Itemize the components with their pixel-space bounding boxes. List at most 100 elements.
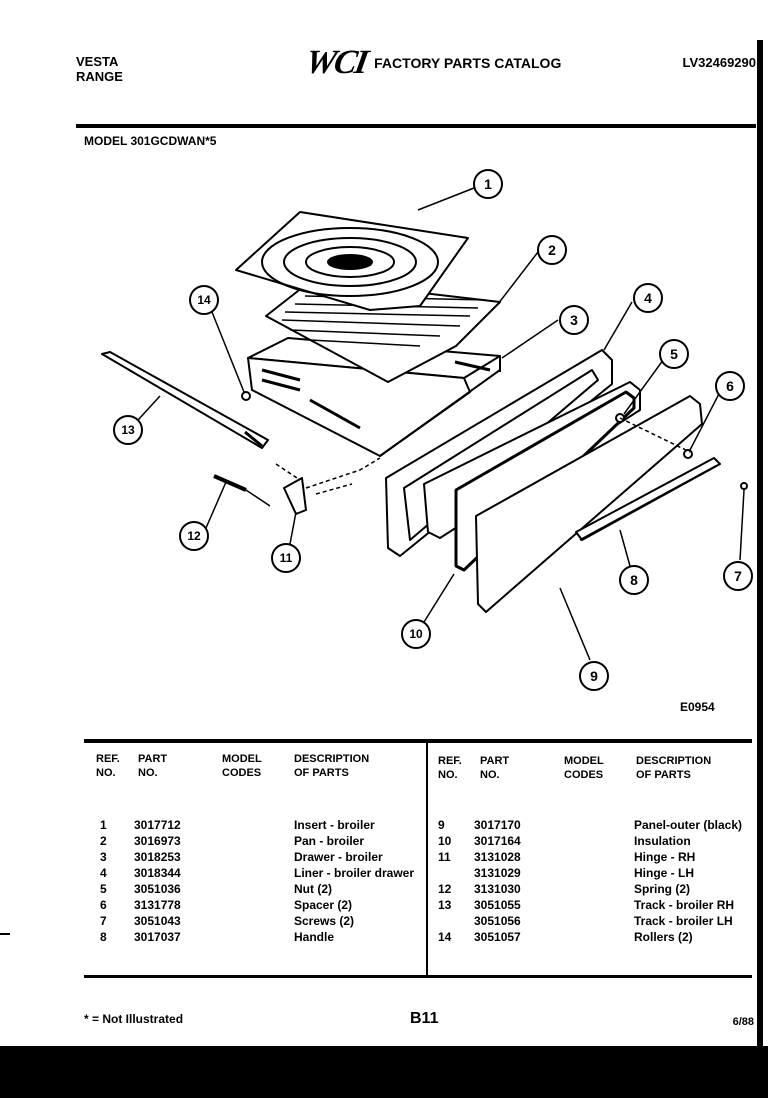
table-cell-ref: 14 — [438, 930, 452, 944]
table-cell-ref: 9 — [438, 818, 445, 832]
table-cell-desc: Pan - broiler — [294, 834, 365, 848]
table-cell-desc: Insert - broiler — [294, 818, 375, 832]
roller — [241, 391, 251, 401]
callout-2: 2 — [548, 242, 556, 258]
table-cell-ref — [438, 913, 451, 929]
table-cell-part: 3051056 — [474, 914, 521, 928]
brand-line-1: VESTA — [76, 54, 119, 69]
table-cell-ref: 3 — [100, 850, 107, 864]
not-illustrated-note: * = Not Illustrated — [84, 1012, 184, 1026]
wci-logo: WCI — [302, 44, 370, 81]
broiler-track — [101, 351, 269, 449]
table-cell-ref: 12 — [438, 882, 452, 896]
spring — [213, 474, 271, 507]
table-cell-ref: 13 — [438, 898, 452, 912]
callout-13: 13 — [121, 423, 135, 437]
left-edge-mark — [0, 933, 10, 935]
table-cell-desc: Rollers (2) — [634, 930, 693, 944]
header-model-left: MODEL CODES — [222, 753, 262, 779]
right-part-column: 3017170 3017164 3131028 3131029 3131030 … — [474, 817, 521, 945]
header-rule — [76, 124, 756, 128]
header-ref-right: REF. NO. — [438, 755, 462, 781]
table-cell-part: 3017037 — [134, 930, 181, 944]
table-cell-ref: 7 — [100, 914, 107, 928]
broiler-insert — [235, 211, 469, 311]
callout-6: 6 — [726, 378, 734, 394]
table-cell-desc: Track - broiler RH — [634, 898, 735, 912]
table-cell-ref: 6 — [100, 898, 107, 912]
left-desc-column: Insert - broiler Pan - broiler Drawer - … — [294, 817, 414, 945]
table-cell-desc: Panel-outer (black) — [634, 818, 743, 832]
table-cell-ref: 10 — [438, 834, 452, 848]
table-cell-desc: Track - broiler LH — [634, 914, 733, 928]
callout-11: 11 — [280, 551, 293, 565]
callout-10: 10 — [409, 627, 423, 641]
table-cell-ref: 5 — [100, 882, 107, 896]
table-cell-part: 3017164 — [474, 834, 521, 848]
header-desc-right: DESCRIPTION OF PARTS — [636, 755, 712, 781]
callout-9: 9 — [590, 668, 598, 684]
model-label: MODEL 301GCDWAN*5 — [84, 134, 217, 148]
table-cell-part: 3017712 — [134, 818, 181, 832]
header-desc-left: DESCRIPTION OF PARTS — [294, 753, 370, 779]
table-cell-desc: Screws (2) — [294, 914, 355, 928]
table-divider — [426, 739, 428, 975]
table-cell-part: 3131028 — [474, 850, 521, 864]
table-cell-ref: 4 — [100, 866, 107, 880]
handle — [575, 457, 721, 541]
assembly-line-nut — [619, 417, 691, 453]
assembly-line-lower — [315, 483, 353, 495]
table-cell-ref: 11 — [438, 850, 451, 864]
table-cell-part: 3051036 — [134, 882, 181, 896]
assembly-line-spring — [275, 463, 301, 481]
header-part-right: PART NO. — [480, 755, 510, 781]
table-cell-part: 3131778 — [134, 898, 181, 912]
callout-14: 14 — [197, 293, 211, 307]
callout-3: 3 — [570, 312, 578, 328]
bottom-border-bar — [0, 1046, 768, 1098]
header-part-left: PART NO. — [138, 753, 168, 779]
table-cell-part: 3131029 — [474, 866, 521, 880]
header-model-right: MODEL CODES — [564, 755, 604, 781]
table-cell-desc: Hinge - LH — [634, 866, 694, 880]
table-cell-ref: 8 — [100, 930, 107, 944]
right-desc-column: Panel-outer (black) Insulation Hinge - R… — [634, 817, 742, 945]
table-cell-part: 3131030 — [474, 882, 521, 896]
page-number: B11 — [410, 1010, 439, 1027]
table-cell-desc: Nut (2) — [294, 882, 332, 896]
table-cell-part: 3017170 — [474, 818, 521, 832]
callout-1: 1 — [484, 176, 492, 192]
right-border-bar — [757, 40, 763, 1080]
table-cell-desc: Hinge - RH — [634, 850, 696, 864]
table-cell-part: 3051043 — [134, 914, 181, 928]
catalog-title: FACTORY PARTS CATALOG — [374, 55, 562, 71]
table-cell-desc: Insulation — [634, 834, 691, 848]
table-cell-desc: Spacer (2) — [294, 898, 353, 912]
table-cell-part: 3018344 — [134, 866, 181, 880]
table-cell-desc: Spring (2) — [634, 882, 690, 896]
table-cell-part: 3051055 — [474, 898, 521, 912]
assembly-line-hinge — [305, 457, 381, 489]
brand-line-2: RANGE — [76, 69, 123, 84]
callout-7: 7 — [734, 568, 742, 584]
screw — [740, 482, 748, 490]
callout-8: 8 — [630, 572, 638, 588]
table-cell-ref: 1 — [100, 818, 107, 832]
outer-panel — [475, 395, 703, 613]
table-cell-part: 3051057 — [474, 930, 521, 944]
spacer — [683, 449, 693, 459]
parts-table — [84, 739, 752, 978]
table-cell-ref — [438, 865, 451, 881]
hinge — [283, 477, 307, 515]
brand-block: VESTA RANGE — [76, 54, 123, 84]
callout-4: 4 — [644, 290, 652, 306]
left-part-column: 3017712 3016973 3018253 3018344 3051036 … — [134, 817, 181, 945]
table-cell-ref: 2 — [100, 834, 107, 848]
table-cell-part: 3016973 — [134, 834, 181, 848]
exploded-parts-diagram: 1 2 3 4 5 6 7 8 9 10 11 12 13 14 — [101, 169, 753, 691]
header-ref-left: REF. NO. — [96, 753, 120, 779]
table-cell-desc: Drawer - broiler — [294, 850, 383, 864]
right-ref-column: 9 10 11 12 13 14 — [438, 817, 451, 945]
diagram-code: E0954 — [680, 700, 715, 714]
catalog-date: 6/88 — [732, 1016, 754, 1028]
